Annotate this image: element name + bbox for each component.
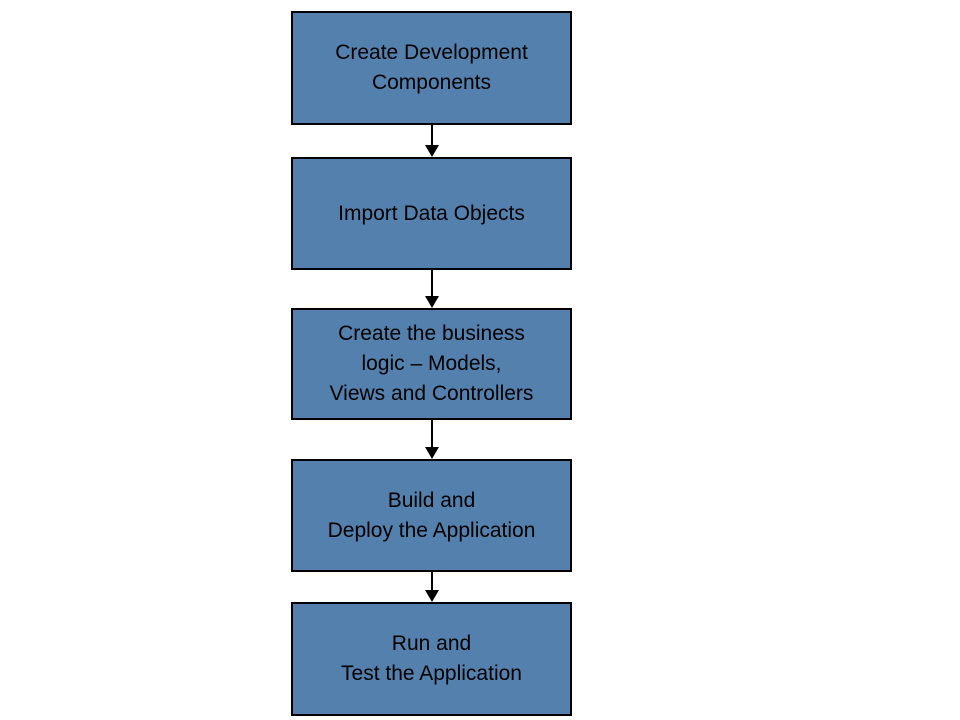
down-arrow-connector-1 (424, 125, 439, 157)
flow-step-label: Create Development Components (335, 41, 528, 94)
arrowhead-down-icon (424, 145, 439, 157)
flow-step-label: Run and Test the Application (341, 632, 522, 685)
arrow-shaft (430, 270, 433, 298)
down-arrow-connector-3 (424, 420, 439, 459)
flow-step-build-deploy-application: Build and Deploy the Application (291, 459, 572, 572)
arrowhead-down-icon (424, 296, 439, 308)
flow-step-label: Import Data Objects (338, 201, 525, 225)
flow-step-label: Create the business logic – Models, View… (329, 322, 534, 405)
flow-step-label: Build and Deploy the Application (327, 488, 536, 542)
arrow-shaft (430, 420, 433, 449)
flow-step-import-data-objects: Import Data Objects (291, 157, 572, 270)
flow-step-create-business-logic: Create the business logic – Models, View… (291, 308, 572, 420)
arrowhead-down-icon (424, 447, 439, 459)
arrow-shaft (430, 125, 433, 147)
arrowhead-down-icon (424, 590, 439, 602)
flow-step-run-test-application: Run and Test the Application (291, 602, 572, 716)
arrow-shaft (430, 572, 433, 592)
down-arrow-connector-2 (424, 270, 439, 308)
flow-step-create-development-components: Create Development Components (291, 11, 572, 125)
down-arrow-connector-4 (424, 572, 439, 602)
